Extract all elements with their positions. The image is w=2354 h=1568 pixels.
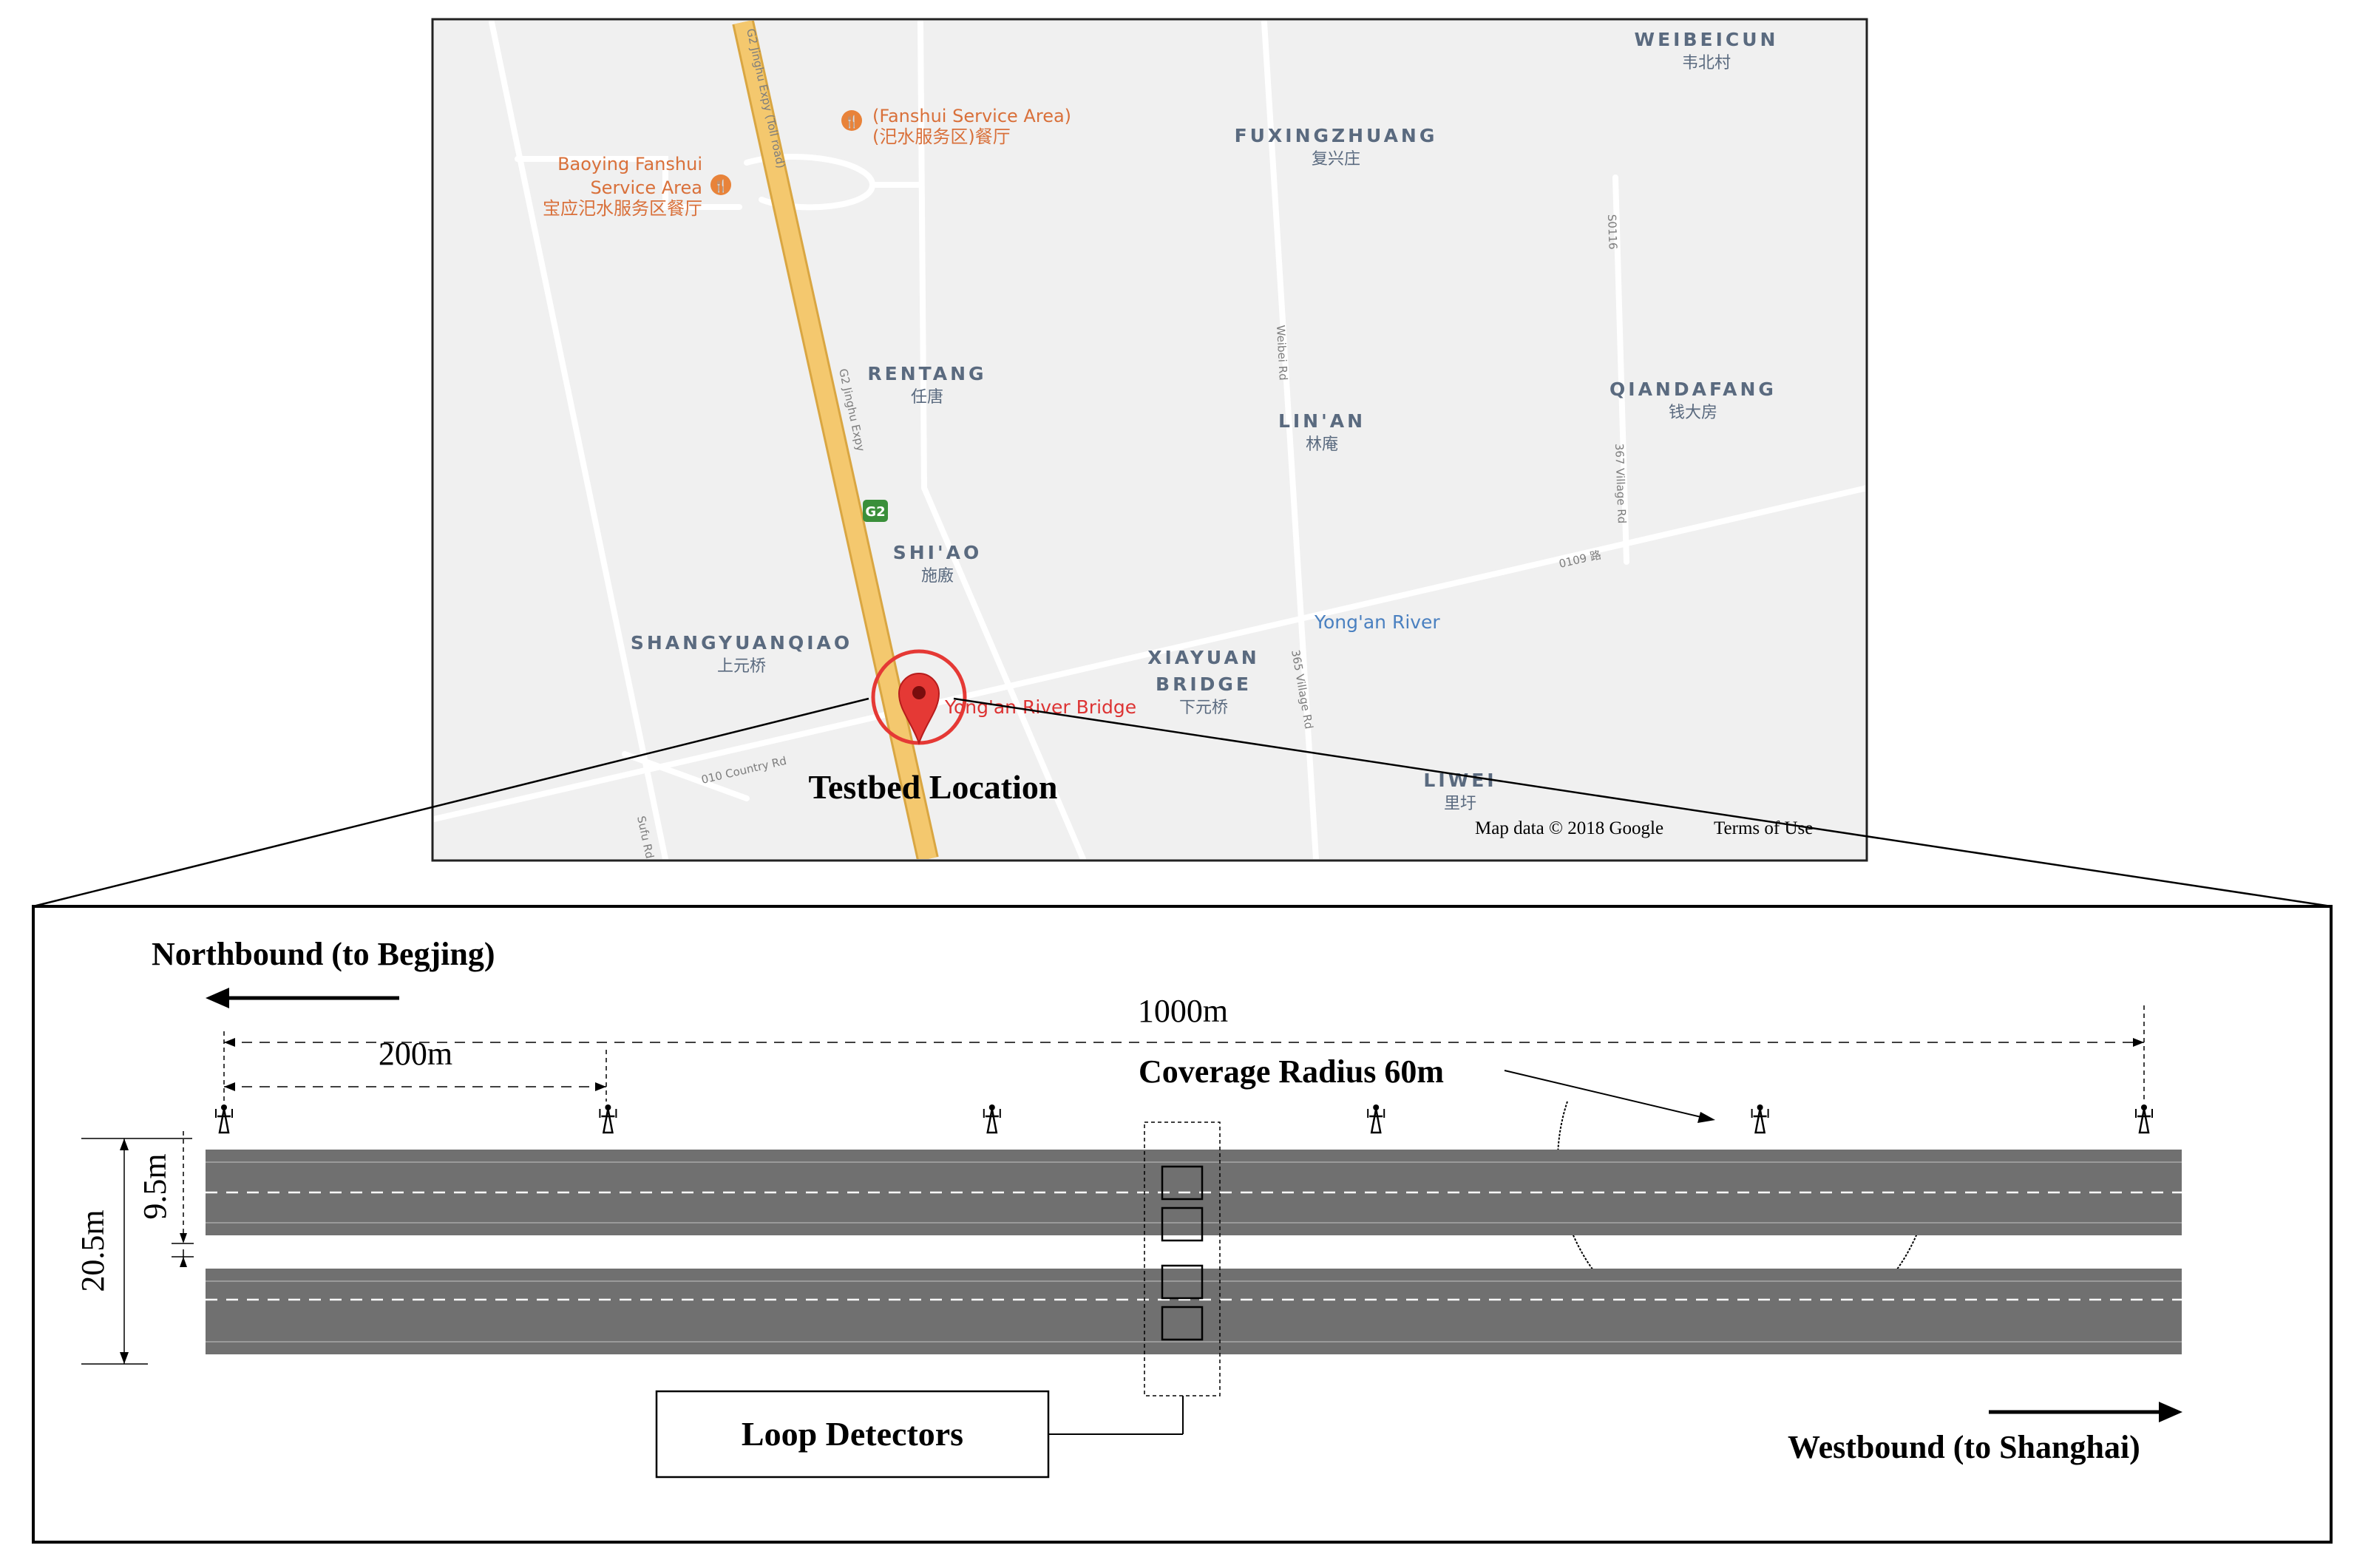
dimension-gap [172,1131,194,1267]
rsu-tower-icon [2135,1104,2153,1134]
place-fuxingzhuang-zh: 复兴庄 [1312,150,1360,169]
diagram-panel: Northbound (to Begjing) Westbound (to Sh… [32,905,2333,1544]
place-weibeicun: WEIBEICUN [1635,29,1779,50]
baoying-poi-line3: 宝应汜水服务区餐厅 [543,198,702,219]
map-panel: G2 Jinghu Expy (Toll road) G2 Jinghu Exp… [431,18,1868,862]
weibei-road-label: Weibei Rd [1274,325,1290,381]
baoying-poi-line2: Service Area [590,177,702,198]
minor-roads [434,21,1865,859]
place-shangyuanqiao-zh: 上元桥 [717,657,766,676]
loop-detectors-box [655,1390,1050,1479]
place-liwei-zh: 里圩 [1444,795,1476,813]
dimension-width-label: 20.5m [75,1209,111,1292]
place-fuxingzhuang: FUXINGZHUANG [1235,125,1438,146]
s0116-road-label: S0116 [1605,214,1620,250]
expressway [732,21,939,859]
restaurant-icon [710,174,731,195]
loop-detectors [1161,1165,1204,1341]
river-label: Yong'an River [1314,611,1440,633]
dimension-200m-label: 200m [379,1036,452,1072]
westbound-arrow-icon [1989,1402,2182,1422]
bridge-label: Yong'an River Bridge [944,696,1136,718]
g2-shield-label: G2 [865,504,885,520]
location-pin-icon[interactable] [898,673,940,745]
dimension-200m [224,1050,607,1102]
dimension-width [81,1138,192,1365]
svg-text:🍴: 🍴 [713,179,728,193]
loop-detector [1161,1264,1204,1300]
zoom-lines [33,697,2332,908]
dimension-1000m-label: 1000m [1138,993,1228,1029]
place-xiayuan-line2: BRIDGE [1156,673,1252,695]
baoying-poi-line1: Baoying Fanshui [557,154,702,174]
loop-detector [1161,1306,1204,1341]
rsu-tower-icon [983,1104,1001,1134]
place-xiayuan: XIAYUAN [1147,647,1259,668]
map-terms-link[interactable]: Terms of Use [1714,818,1813,838]
loop-leader [1048,1396,1184,1435]
fanshui-poi-line1: (Fanshui Service Area) [872,106,1071,126]
northbound-arrow-icon [206,988,399,1008]
coverage-label: Coverage Radius 60m [1139,1053,1444,1090]
village367-road-label: 367 Village Rd [1612,444,1629,524]
westbound-label: Westbound (to Shanghai) [1788,1429,2140,1465]
map-attribution: Map data © 2018 Google [1475,818,1663,838]
northbound-label: Northbound (to Begjing) [152,936,495,972]
rsu-tower-icon [599,1104,617,1134]
dimension-gap-label: 9.5m [137,1153,173,1219]
place-shiao: SHI'AO [893,542,982,563]
g2-shield: G2 [863,500,888,522]
rsu-tower-icon [1367,1104,1385,1134]
place-rentang-zh: 任唐 [911,388,943,407]
rsu-tower-icon [215,1104,233,1134]
testbed-location-label: Testbed Location [809,768,1058,806]
loop-detector [1161,1165,1204,1201]
baoying-poi: Baoying Fanshui Service Area 宝应汜水服务区餐厅 🍴 [543,154,731,219]
map-background [431,18,1868,862]
place-qiandafang-zh: 钱大房 [1669,404,1717,422]
place-qiandafang: QIANDAFANG [1610,379,1777,400]
place-weibeicun-zh: 韦北村 [1682,54,1731,72]
loop-detector [1161,1206,1204,1242]
fanshui-poi-line2: (汜水服务区)餐厅 [872,126,1011,147]
coverage-leader [1504,1070,1715,1123]
place-linan: LIN'AN [1278,410,1366,432]
place-liwei: LIWEI [1423,770,1496,791]
restaurant-icon [841,110,862,131]
svg-text:🍴: 🍴 [844,115,859,129]
loop-detectors-label: Loop Detectors [742,1415,963,1453]
dimension-1000m [223,1005,2145,1102]
place-shiao-zh: 施廒 [921,567,954,586]
place-linan-zh: 林庵 [1306,435,1338,454]
rsu-towers [215,1104,2153,1134]
rsu-tower-icon [1751,1104,1769,1134]
place-xiayuan-zh: 下元桥 [1179,699,1228,717]
place-shangyuanqiao: SHANGYUANQIAO [631,632,852,654]
fanshui-poi: 🍴 (Fanshui Service Area) (汜水服务区)餐厅 [841,106,1071,147]
place-rentang: RENTANG [867,363,986,384]
